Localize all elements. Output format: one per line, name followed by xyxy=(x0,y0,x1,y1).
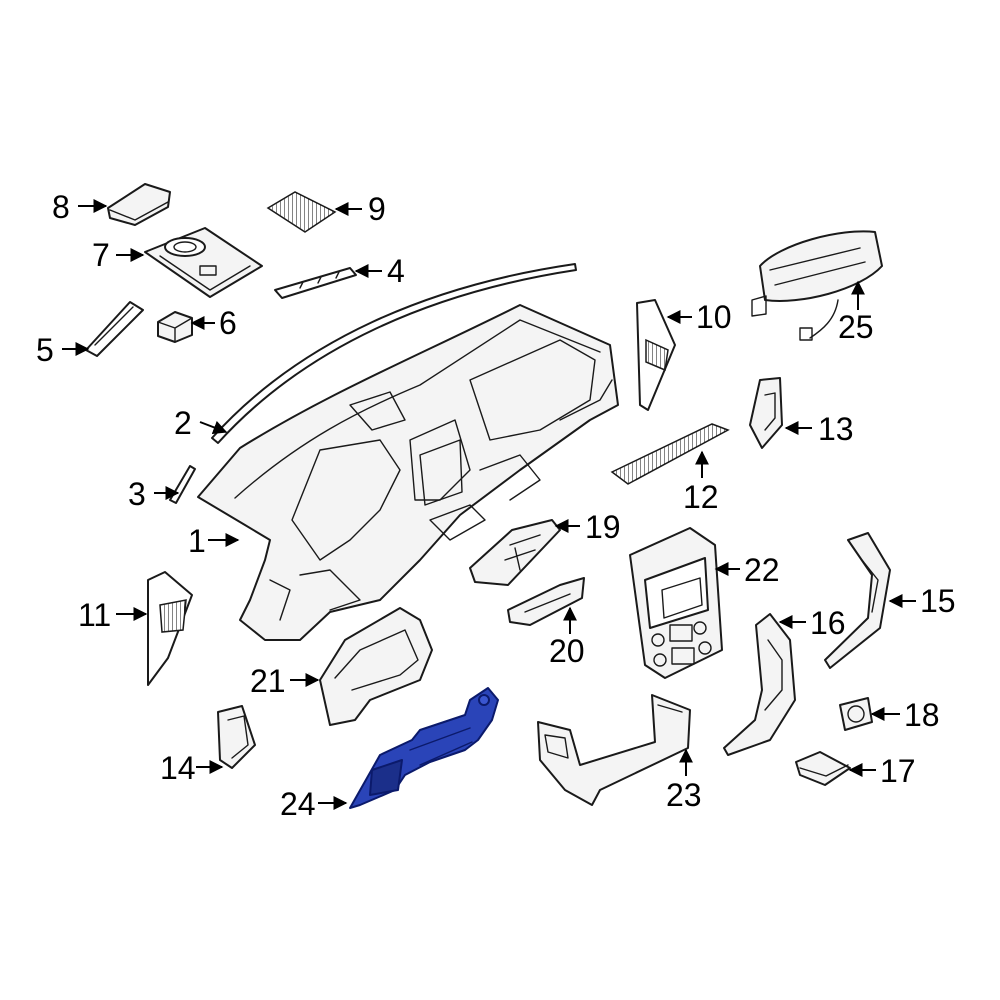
callout-25: 25 xyxy=(838,309,874,345)
part-7-speaker-bezel[interactable] xyxy=(144,227,263,298)
part-2-top-molding[interactable] xyxy=(211,263,577,444)
part-12-defroster-grille[interactable] xyxy=(610,423,730,485)
callout-10: 10 xyxy=(696,299,732,335)
callout-2: 2 xyxy=(174,405,192,441)
callout-6: 6 xyxy=(219,305,237,341)
callout-12: 12 xyxy=(683,479,719,515)
callout-5: 5 xyxy=(36,332,54,368)
callout-23: 23 xyxy=(666,777,702,813)
callout-18: 18 xyxy=(904,697,940,733)
part-20-trim-bezel[interactable] xyxy=(507,577,585,626)
part-11-side-cover[interactable] xyxy=(147,571,193,686)
part-1-instrument-panel[interactable] xyxy=(197,304,619,641)
callout-21: 21 xyxy=(250,663,286,699)
callouts: 1 2 3 4 5 6 7 8 9 10 11 12 13 14 15 16 1… xyxy=(36,189,956,822)
callout-24: 24 xyxy=(280,786,316,822)
callout-7: 7 xyxy=(92,237,110,273)
part-21-cluster-finish-panel[interactable] xyxy=(319,607,433,726)
callout-1: 1 xyxy=(188,523,206,559)
part-18-knob[interactable] xyxy=(839,697,873,731)
callout-17: 17 xyxy=(880,753,916,789)
part-24-knee-bolster[interactable] xyxy=(349,687,499,809)
callout-19: 19 xyxy=(585,509,621,545)
callout-8: 8 xyxy=(52,189,70,225)
callout-9: 9 xyxy=(368,191,386,227)
callout-14: 14 xyxy=(160,750,196,786)
part-5-trim-panel[interactable] xyxy=(85,301,144,357)
part-13-vent-bezel[interactable] xyxy=(749,377,783,449)
callout-22: 22 xyxy=(744,552,780,588)
part-9-grille[interactable] xyxy=(266,191,337,233)
leader-2 xyxy=(199,420,228,435)
part-17-bracket[interactable] xyxy=(795,751,851,786)
part-22-center-stack-bezel[interactable] xyxy=(629,527,723,679)
callout-20: 20 xyxy=(549,633,585,669)
part-15-side-trim[interactable] xyxy=(824,532,891,669)
part-16-console-trim[interactable] xyxy=(723,613,796,756)
callout-3: 3 xyxy=(128,476,146,512)
part-4-vent-strip[interactable] xyxy=(274,267,357,299)
callout-11: 11 xyxy=(78,597,111,633)
leaders xyxy=(62,199,916,810)
callout-13: 13 xyxy=(818,411,854,447)
callout-15: 15 xyxy=(920,583,956,619)
callout-16: 16 xyxy=(810,605,846,641)
part-8-cover[interactable] xyxy=(107,183,171,226)
part-14-vent-bezel[interactable] xyxy=(217,705,256,769)
callout-4: 4 xyxy=(387,253,405,289)
part-6-clip[interactable] xyxy=(157,311,193,343)
part-23-lower-console-panel[interactable] xyxy=(537,694,691,806)
part-3-trim-strip[interactable] xyxy=(169,465,196,504)
part-19-switch-panel[interactable] xyxy=(469,519,561,586)
part-10-end-cap[interactable] xyxy=(636,299,676,411)
